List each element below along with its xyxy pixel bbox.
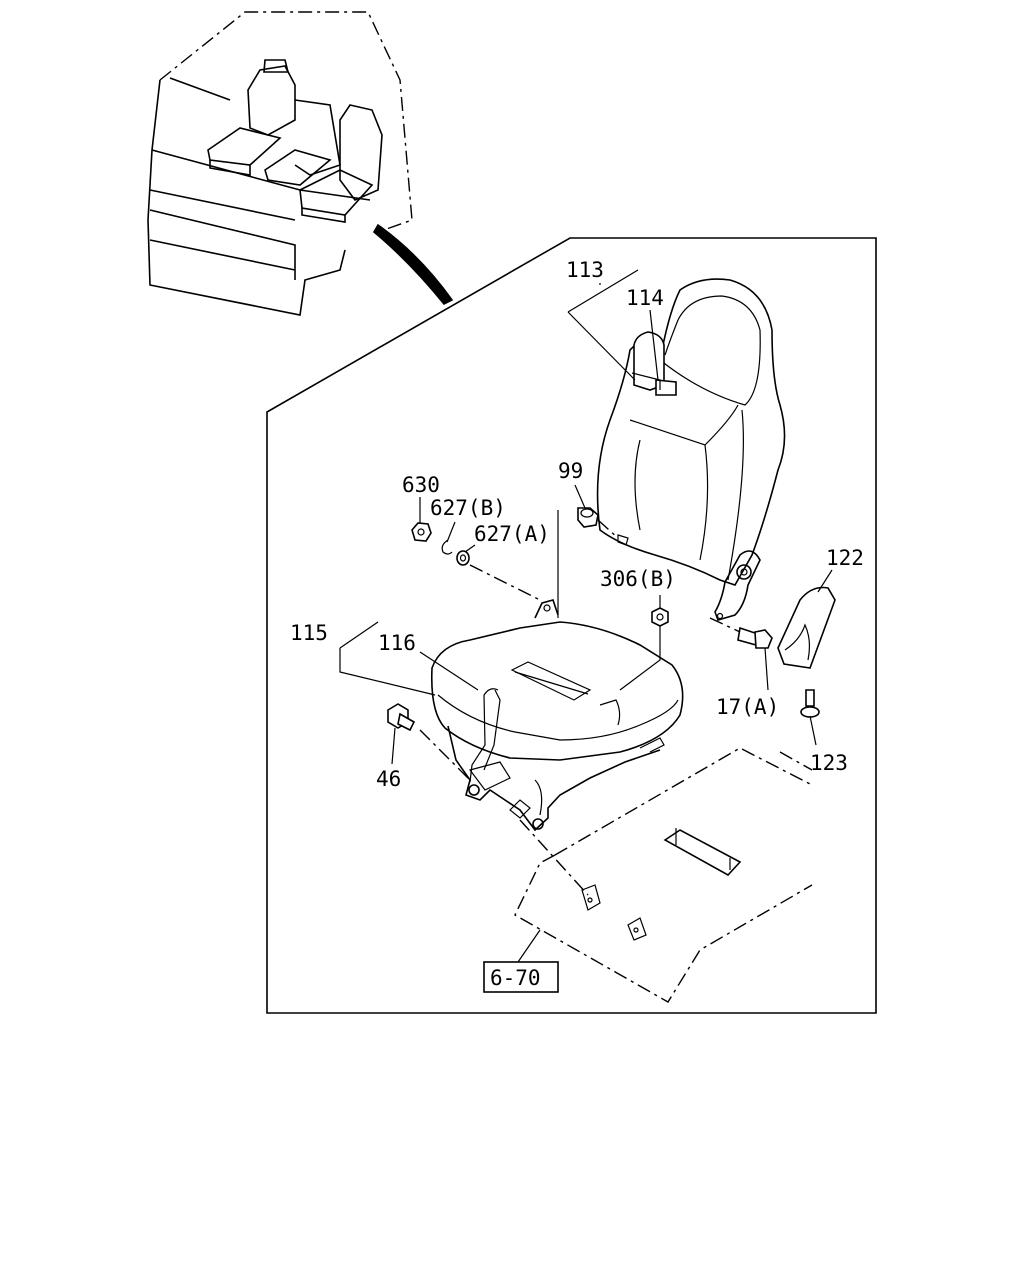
label-113: 113 xyxy=(566,258,604,282)
clip-627b xyxy=(441,539,453,555)
floor-panel xyxy=(514,747,813,1003)
label-116: 116 xyxy=(378,631,416,655)
part-labels: 113 114 630 627(B) 627(A) 99 306(B) 122 … xyxy=(290,258,864,993)
screw-123 xyxy=(805,689,815,707)
fasteners xyxy=(387,507,820,732)
cab-overview xyxy=(147,11,454,316)
label-122: 122 xyxy=(826,546,864,570)
label-627b: 627(B) xyxy=(430,496,506,520)
reference-label: 6-70 xyxy=(490,966,541,990)
seat-back xyxy=(596,278,786,621)
washer-627a xyxy=(456,550,470,566)
reference-box xyxy=(483,961,559,993)
label-46: 46 xyxy=(376,767,401,791)
label-17a: 17(A) xyxy=(716,695,779,719)
detail-frame xyxy=(266,237,877,1014)
label-99: 99 xyxy=(558,459,583,483)
nut-306b xyxy=(651,607,669,627)
label-306b: 306(B) xyxy=(600,567,676,591)
seat-cushion xyxy=(430,599,684,832)
hinge-cover xyxy=(777,586,836,669)
nut-630 xyxy=(411,522,432,542)
label-115: 115 xyxy=(290,621,328,645)
label-123: 123 xyxy=(810,751,848,775)
label-630: 630 xyxy=(402,473,440,497)
label-627a: 627(A) xyxy=(474,522,550,546)
label-114: 114 xyxy=(626,286,664,310)
leader-lines xyxy=(339,269,833,963)
